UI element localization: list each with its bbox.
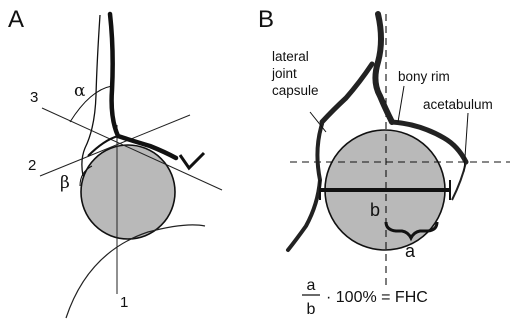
- joint-label: joint: [271, 66, 297, 81]
- formula-denominator: b: [307, 301, 316, 318]
- line-2-label: 2: [28, 157, 36, 174]
- formula-numerator: a: [307, 277, 316, 294]
- rim-mark: [180, 153, 204, 168]
- panel-b-label: B: [258, 6, 274, 33]
- ilium-outline: [375, 14, 392, 122]
- panel-a-label: A: [8, 6, 24, 33]
- panel-a: A α β 3 2 1: [8, 6, 222, 318]
- fhc-formula: a b · 100% = FHC: [302, 277, 428, 318]
- formula-rhs: · 100% = FHC: [326, 289, 428, 306]
- capsule-upper-band: [322, 64, 372, 122]
- acetabulum-label: acetabulum: [423, 97, 493, 112]
- acetabulum-outline-thick: [110, 14, 176, 158]
- line-1-label: 1: [120, 294, 128, 311]
- line-3-label: 3: [30, 89, 38, 106]
- capsule-lateral-band: [288, 124, 322, 250]
- panel-b: B lateral joint capsule bony rim acetabu…: [258, 6, 510, 318]
- bony-rim-label: bony rim: [398, 69, 450, 84]
- b-label: b: [370, 200, 380, 220]
- bony-rim-leader: [398, 86, 404, 122]
- femoral-head-a: [81, 145, 175, 239]
- beta-label: β: [60, 173, 70, 193]
- alpha-label: α: [74, 81, 86, 101]
- capsule-label: capsule: [272, 83, 319, 98]
- lateral-label: lateral: [272, 49, 309, 64]
- a-label: a: [405, 241, 416, 261]
